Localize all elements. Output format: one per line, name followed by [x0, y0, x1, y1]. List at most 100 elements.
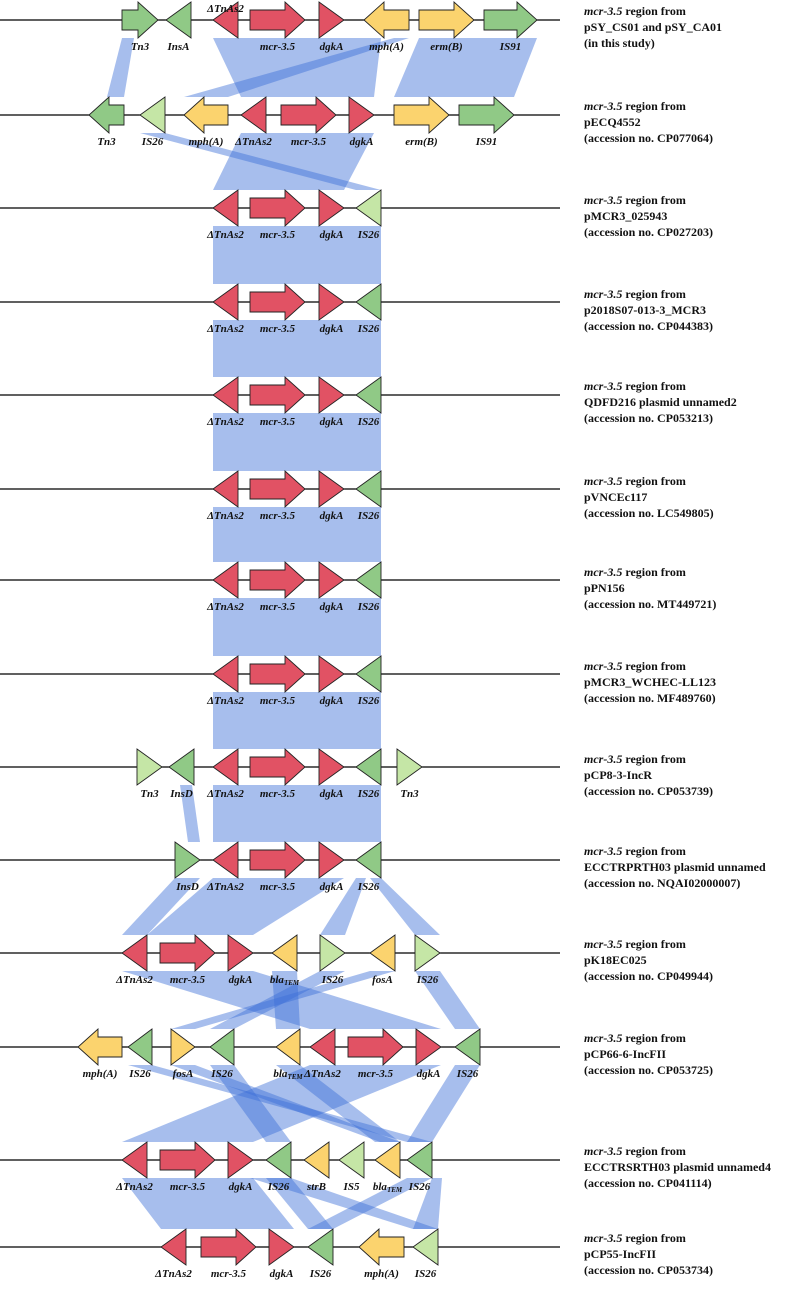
gene-label: dgkA — [417, 1068, 441, 1080]
gene-arrow — [88, 95, 125, 135]
gene-label: Tn3 — [97, 136, 116, 148]
gene-arrow — [212, 1, 239, 39]
gene-arrow — [168, 748, 195, 786]
gene-arrow — [265, 1141, 292, 1179]
gene-label: ΔTnAs2 — [115, 974, 153, 986]
gene-arrow — [121, 934, 148, 972]
track-label-line3: (accession no. CP077064) — [584, 131, 713, 145]
gene-arrow — [249, 840, 306, 880]
track-label-line3: (accession no. CP049944) — [584, 969, 713, 983]
gene-label: IS26 — [456, 1068, 479, 1080]
homology-link — [320, 878, 366, 935]
homology-link — [213, 507, 381, 562]
gene-label: InsD — [175, 881, 199, 893]
gene-arrow — [170, 1028, 196, 1066]
gene-arrow — [318, 376, 345, 414]
track-label-line2: pSY_CS01 and pSY_CA01 — [584, 20, 723, 34]
gene-label: IS26 — [357, 695, 380, 707]
gene-label: ΔTnAs2 — [115, 1181, 153, 1193]
homology-link — [415, 971, 480, 1029]
gene-arrow — [160, 1228, 187, 1266]
gene-label: dgkA — [229, 974, 253, 986]
homology-link — [210, 1065, 291, 1142]
gene-label: ΔTnAs2 — [234, 136, 272, 148]
gene-arrow — [212, 189, 239, 227]
gene-label: mcr-3.5 — [211, 1268, 247, 1280]
gene-arrow — [249, 747, 306, 787]
track-label-gene: mcr-3.5 — [584, 379, 623, 393]
track-label-line2: p2018S07-013-3_MCR3 — [584, 303, 706, 317]
gene-arrow — [393, 95, 450, 135]
gene-label: mcr-3.5 — [170, 1181, 206, 1193]
gene-label: mph(A) — [189, 136, 224, 148]
gene-label: mcr-3.5 — [260, 695, 296, 707]
track-label-gene: mcr-3.5 — [584, 565, 623, 579]
gene-arrow — [212, 376, 239, 414]
track-label-rest: region from — [622, 4, 686, 18]
gene-arrow — [268, 1228, 295, 1266]
gene-arrow — [355, 841, 382, 879]
gene-arrow — [483, 0, 538, 40]
gene-label: mph(A) — [83, 1068, 118, 1080]
gene-label: mcr-3.5 — [260, 601, 296, 613]
gene-label: strB — [306, 1181, 326, 1193]
gene-label: fosA — [372, 974, 393, 986]
track-label-line3: (accession no. CP044383) — [584, 319, 713, 333]
gene-arrow — [121, 1141, 148, 1179]
gene-arrow — [396, 748, 423, 786]
gene-label: IS26 — [357, 323, 380, 335]
track-label-rest: region from — [622, 1031, 686, 1045]
gene-arrow — [355, 561, 382, 599]
track-label-line3: (accession no. CP041114) — [584, 1176, 712, 1190]
track-label: mcr-3.5 region from pMCR3_025943 (access… — [584, 192, 713, 240]
track-label-rest: region from — [622, 1231, 686, 1245]
track-label-line3: (accession no. MT449721) — [584, 597, 717, 611]
gene-label: IS5 — [343, 1181, 360, 1193]
gene-label: ΔTnAs2 — [206, 695, 244, 707]
gene-label: erm(B) — [430, 41, 462, 53]
gene-label: IS26 — [357, 229, 380, 241]
gene-label: dgkA — [320, 229, 344, 241]
track-label-line2: pVNCEc117 — [584, 490, 648, 504]
gene-label: IS26 — [357, 788, 380, 800]
track-label: mcr-3.5 region from pECQ4552 (accession … — [584, 98, 713, 146]
gene-label: IS26 — [321, 974, 344, 986]
gene-label: mph(A) — [369, 41, 404, 53]
gene-label: IS26 — [267, 1181, 290, 1193]
gene-label: IS26 — [128, 1068, 151, 1080]
track-label: mcr-3.5 region from ECCTRSRTH03 plasmid … — [584, 1143, 771, 1191]
homology-link — [210, 971, 345, 1029]
gene-arrow — [165, 1, 192, 39]
track-label: mcr-3.5 region from pCP55-IncFII (access… — [584, 1230, 713, 1278]
gene-label: IS26 — [414, 1268, 437, 1280]
gene-arrow — [227, 1141, 254, 1179]
track-label-line2: ECCTRPRTH03 plasmid unnamed — [584, 860, 766, 874]
homology-link — [213, 413, 381, 471]
homology-link — [128, 1065, 432, 1142]
gene-label: ΔTnAs2 — [154, 1268, 192, 1280]
track-label-line1: mcr-3.5 region from — [584, 1230, 713, 1246]
gene-label: InsA — [166, 41, 189, 53]
gene-arrow — [454, 1028, 481, 1066]
track-label-line2: pCP8-3-IncR — [584, 768, 652, 782]
gene-arrow — [319, 934, 346, 972]
track-label: mcr-3.5 region from pVNCEc117 (accession… — [584, 473, 714, 521]
gene-arrow — [318, 561, 345, 599]
homology-link — [147, 878, 344, 935]
track-label-rest: region from — [622, 565, 686, 579]
gene-label: dgkA — [320, 41, 344, 53]
gene-arrow — [307, 1228, 334, 1266]
track-label: mcr-3.5 region from ECCTRPRTH03 plasmid … — [584, 843, 766, 891]
gene-arrow — [418, 0, 475, 40]
gene-arrow — [275, 1028, 301, 1066]
track-label-line1: mcr-3.5 region from — [584, 192, 713, 208]
track-label: mcr-3.5 region from pMCR3_WCHEC-LL123 (a… — [584, 658, 716, 706]
track-label-rest: region from — [622, 193, 686, 207]
homology-link — [171, 1065, 400, 1142]
track-label-line1: mcr-3.5 region from — [584, 1030, 713, 1046]
gene-arrow — [249, 375, 306, 415]
gene-label: erm(B) — [405, 136, 437, 148]
gene-label: dgkA — [320, 695, 344, 707]
gene-arrow — [374, 1141, 401, 1179]
track-label-line2: ECCTRSRTH03 plasmid unnamed4 — [584, 1160, 771, 1174]
